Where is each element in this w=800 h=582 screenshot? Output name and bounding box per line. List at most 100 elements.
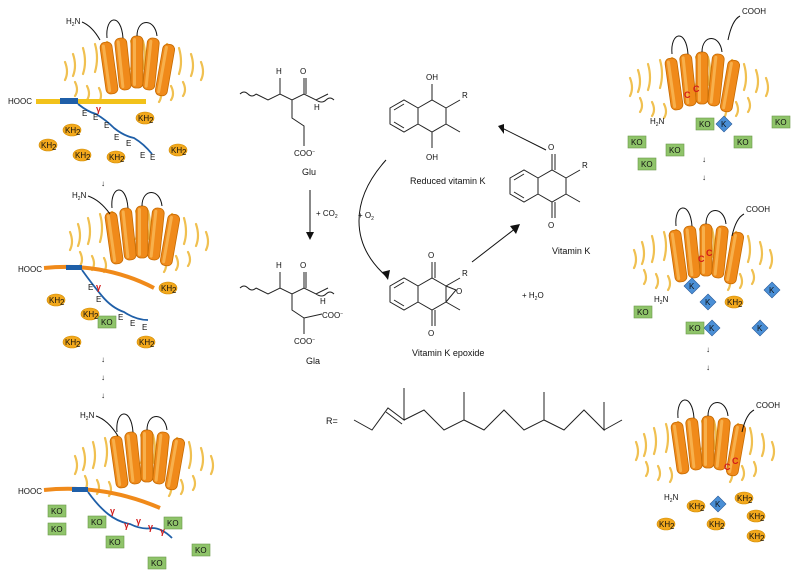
gamma-label: γ (110, 506, 115, 516)
e-label: E (130, 319, 135, 328)
svg-text:KH: KH (109, 153, 120, 162)
o-label: O (300, 261, 306, 270)
svg-text:KH: KH (727, 298, 738, 307)
o-label: O (428, 329, 434, 338)
cys-c-label: C (706, 248, 713, 258)
substrate-backbone (36, 99, 146, 104)
gamma-label: γ (148, 522, 153, 532)
svg-text:KO: KO (91, 518, 103, 527)
vkor-protein-6 (636, 400, 774, 482)
phytyl-chain (353, 388, 623, 432)
ko-box: KO (47, 522, 67, 536)
gla-structure: H O H COO− COO− Gla (239, 261, 343, 366)
down-arrow: ↓ (101, 179, 105, 188)
svg-text:K: K (757, 324, 763, 333)
svg-text:K: K (709, 324, 715, 333)
h2n-label: H2N (66, 17, 81, 28)
svg-text:K: K (689, 282, 695, 291)
svg-text:K: K (721, 120, 727, 129)
ko-box: KO (685, 321, 705, 335)
ko-box: KO (191, 543, 211, 557)
propeptide (66, 265, 82, 270)
svg-text:KO: KO (151, 559, 163, 568)
ko-box: KO (665, 143, 685, 157)
o-label: O (548, 143, 554, 152)
svg-text:KH: KH (83, 310, 94, 319)
k-diamond: K (715, 115, 733, 133)
o2-label: + O2 (358, 211, 374, 222)
svg-text:K: K (705, 298, 711, 307)
down-arrow: ↓ (702, 155, 706, 164)
svg-text:KH: KH (49, 296, 60, 305)
e-label: E (114, 133, 119, 142)
svg-text:2: 2 (86, 153, 91, 162)
svg-text:KO: KO (101, 318, 113, 327)
glu-chain-2 (81, 269, 149, 321)
svg-text:2: 2 (94, 312, 99, 321)
o-label: O (300, 67, 306, 76)
svg-text:KO: KO (51, 525, 63, 534)
h2n-label: H2N (654, 295, 669, 306)
svg-text:KO: KO (775, 118, 787, 127)
vkor-protein-3 (75, 414, 213, 496)
svg-text:2: 2 (150, 340, 155, 349)
svg-text:KH: KH (139, 338, 150, 347)
r-equals-label: R= (326, 416, 338, 426)
svg-text:KO: KO (51, 507, 63, 516)
vitk-to-reduced-arrow (501, 127, 547, 151)
svg-text:KH: KH (749, 532, 760, 541)
svg-text:KH: KH (65, 126, 76, 135)
svg-text:KO: KO (637, 308, 649, 317)
vkor-protein-2 (70, 190, 208, 272)
down-arrow: ↓ (101, 355, 105, 364)
svg-text:KH: KH (161, 284, 172, 293)
vitk-epoxide-structure: O O O R Vitamin K epoxide (389, 251, 484, 358)
cooh-label: COOH (756, 401, 780, 410)
ko-box: KO (771, 115, 791, 129)
e-label: E (82, 109, 87, 118)
ko-box: KO (627, 135, 647, 149)
k-diamond: K (709, 495, 727, 513)
svg-text:2: 2 (120, 155, 125, 164)
glu-chain-1 (77, 103, 153, 155)
h2n-label: H2N (72, 191, 87, 202)
gla-label: Gla (306, 356, 320, 366)
glu-structure: H O H COO− Glu (239, 67, 335, 177)
coo-label: COO− (294, 149, 315, 158)
cys-c-label: C (698, 254, 705, 264)
svg-text:KO: KO (737, 138, 749, 147)
k-diamond: K (703, 319, 721, 337)
svg-text:KO: KO (167, 519, 179, 528)
ko-box: KO (163, 516, 183, 530)
down-arrow: ↓ (706, 363, 710, 372)
ko-box: KO (637, 157, 657, 171)
o-label: O (548, 221, 554, 230)
left-panel-3: H2N HOOC γ γ γ γ γ KO KO KO KO KO KO KO (18, 411, 213, 570)
e-label: E (142, 323, 147, 332)
o-label: O (428, 251, 434, 260)
svg-text:2: 2 (52, 143, 57, 152)
svg-text:2: 2 (172, 286, 177, 295)
r-label: R (582, 161, 588, 170)
svg-text:2: 2 (182, 148, 187, 157)
svg-text:K: K (715, 500, 721, 509)
nh-label: H (276, 261, 282, 270)
svg-text:KH: KH (709, 520, 720, 529)
cys-c-label: C (693, 84, 700, 94)
svg-text:2: 2 (700, 504, 705, 513)
svg-text:2: 2 (670, 522, 675, 531)
